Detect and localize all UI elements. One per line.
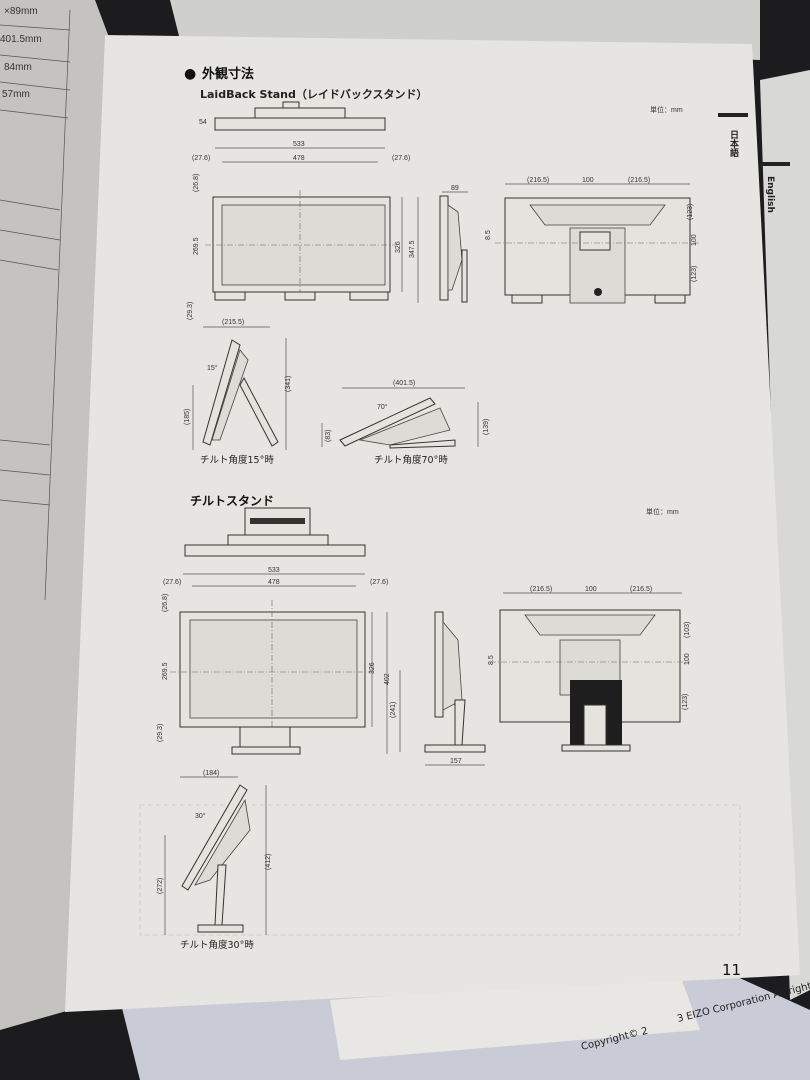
- laidback-subtitle: LaidBack Stand（レイドバックスタンド）: [200, 88, 428, 101]
- dim-ts-back-right: (216.5): [630, 586, 652, 593]
- dim-total-height: 347.5: [409, 240, 416, 258]
- dim-ts-screen-height: 269.5: [162, 662, 169, 680]
- page-number: 11: [722, 961, 741, 979]
- dim-back-left: (216.5): [527, 177, 549, 184]
- dim-back-vesa: 100: [691, 234, 698, 246]
- dim-tilt70-height: (139): [483, 419, 490, 435]
- dim-side-depth: 89: [451, 185, 459, 192]
- tilt-stand-front-view: [170, 573, 388, 755]
- dim-ts-width: 533: [268, 567, 280, 574]
- caption-tilt70: チルト角度70°時: [374, 454, 448, 466]
- dim-back-top: (123): [687, 204, 694, 220]
- dim-tilt30-depth: (184): [203, 770, 219, 777]
- right-paper: [760, 70, 810, 1000]
- dim-ts-side-low: (241): [390, 702, 397, 718]
- left-row-3: 84mm: [4, 62, 32, 73]
- dim-screen-height: 269.5: [193, 237, 200, 255]
- dim-bezel-top: (26.8): [193, 174, 200, 192]
- laidback-side-view: [439, 191, 468, 303]
- dim-tilt30-low: (272): [157, 878, 164, 894]
- tilt-stand-tilt30-view: [164, 776, 267, 935]
- dim-ts-bezel-top: (26.8): [162, 594, 169, 612]
- dim-bezel-right: (27.6): [392, 155, 410, 162]
- dim-ts-back-top: (103): [684, 622, 691, 638]
- dim-ts-back-bottom: (123): [682, 694, 689, 710]
- dim-width: 533: [293, 141, 305, 148]
- left-row-1: ×89mm: [4, 6, 38, 17]
- caption-tilt15: チルト角度15°時: [200, 454, 274, 466]
- dim-ts-base-depth: 157: [450, 758, 462, 765]
- dim-tilt15-angle: 15°: [207, 364, 218, 372]
- dim-ts-bezel-left: (27.6): [163, 579, 181, 586]
- caption-tilt30: チルト角度30°時: [180, 939, 254, 951]
- dim-height: 326: [395, 241, 402, 253]
- tilt-stand-back-view: [490, 592, 690, 752]
- laidback-front-view: [205, 147, 419, 303]
- dim-back-right: (216.5): [628, 177, 650, 184]
- dim-ts-bezel-right: (27.6): [370, 579, 388, 586]
- dim-ts-total-height: 402: [384, 673, 391, 685]
- dim-top-depth: 54: [199, 119, 207, 126]
- page-title: 外観寸法: [201, 66, 254, 82]
- dim-bezel-left: (27.6): [192, 155, 210, 162]
- dim-tilt30-height: (412): [265, 854, 272, 870]
- dim-ts-back-offset: 8.5: [488, 655, 495, 665]
- dim-tilt15-low: (185): [184, 409, 191, 425]
- dim-screen-width: 478: [293, 155, 305, 162]
- laidback-top-view: [214, 101, 386, 131]
- dim-ts-screen-width: 478: [268, 579, 280, 586]
- dim-ts-height: 326: [369, 662, 376, 674]
- tilt-stand-title: チルトスタンド: [190, 494, 274, 508]
- tab-english[interactable]: English: [765, 176, 775, 213]
- dim-ts-bottom: (29.3): [157, 724, 164, 742]
- left-row-2: 401.5mm: [0, 34, 42, 45]
- dim-tilt70-low: (83): [325, 430, 332, 442]
- dim-tilt70-angle: 70°: [377, 403, 388, 411]
- laidback-tilt15-view: [192, 326, 287, 450]
- tilt-stand-top-view: [184, 507, 366, 557]
- bottom-sheet: [330, 975, 700, 1060]
- dim-tilt15-height: (341): [285, 376, 292, 392]
- dim-tilt15-depth: (215.5): [222, 319, 244, 326]
- left-page: [0, 0, 110, 1030]
- tab-japanese[interactable]: 日本語: [728, 130, 739, 158]
- faded-box: [139, 804, 741, 936]
- tilt-stand-unit: 単位：mm: [646, 507, 679, 516]
- tab-marker-english: [760, 162, 790, 166]
- heading-bullet: ●: [184, 66, 196, 82]
- dim-back-center: 100: [582, 177, 594, 184]
- dim-back-offset: 8.5: [485, 230, 492, 240]
- left-page-table: [0, 9, 71, 601]
- dim-bottom: (29.3): [187, 302, 194, 320]
- dim-tilt30-angle: 30°: [195, 812, 206, 820]
- laidback-back-view: [495, 183, 700, 304]
- dim-ts-back-left: (216.5): [530, 586, 552, 593]
- main-page: [65, 35, 800, 1012]
- dim-ts-back-center: 100: [585, 586, 597, 593]
- tab-marker: [718, 113, 748, 117]
- laidback-unit: 単位：mm: [650, 105, 683, 114]
- laidback-tilt70-view: [321, 387, 479, 449]
- left-row-4: 57mm: [2, 89, 30, 100]
- tilt-stand-side-view: [399, 611, 486, 766]
- dim-ts-back-vesa: 100: [684, 653, 691, 665]
- dim-back-bottom: (123): [691, 266, 698, 282]
- dim-tilt70-depth: (401.5): [393, 380, 415, 387]
